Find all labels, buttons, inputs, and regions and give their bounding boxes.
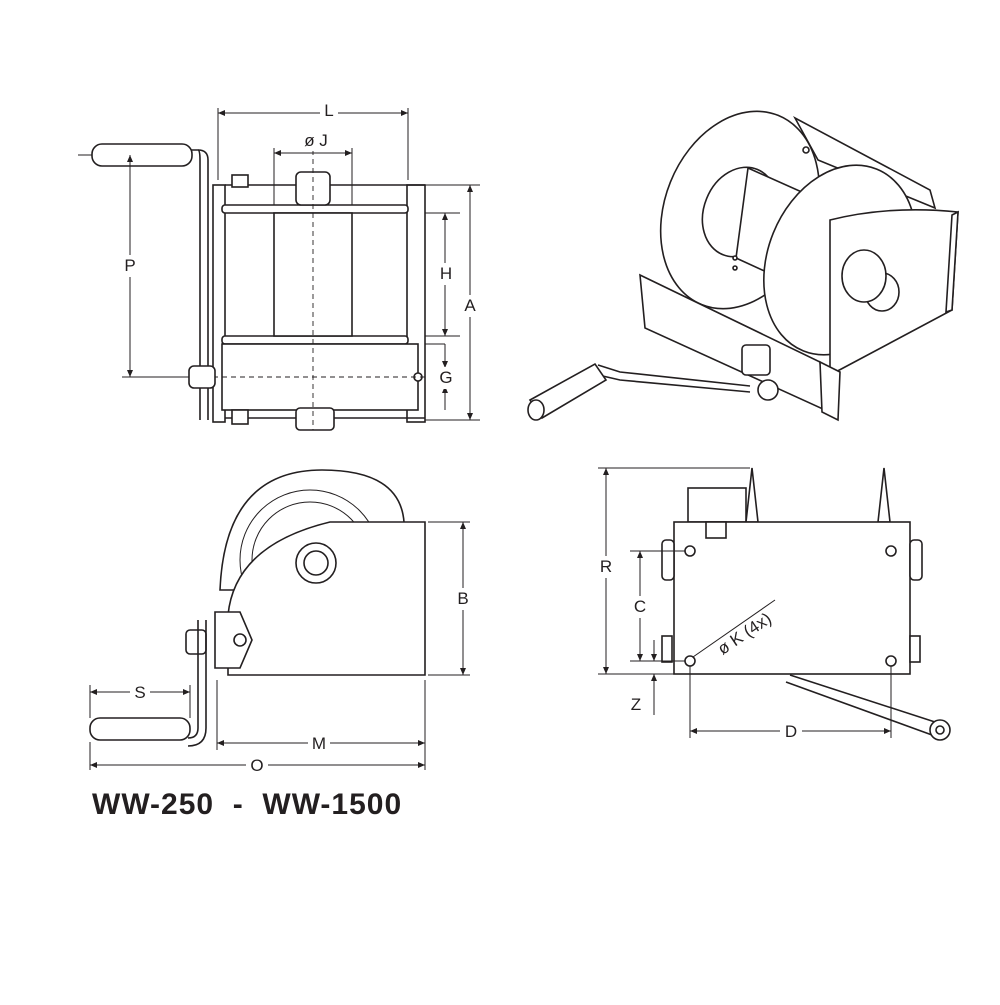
dim-label-J: ø J [304,131,328,150]
dim-label-R: R [600,557,612,576]
isometric-view [527,110,959,422]
upper-flange [221,204,409,214]
mount-hole [885,545,897,557]
dim-label-A: A [464,296,476,315]
crank-handle [91,143,193,167]
dim-label-Z: Z [631,695,641,714]
bolt-top [231,174,249,188]
crank-hub [188,365,216,389]
mount-hole [684,545,696,557]
fin-right [877,467,891,523]
base-plate-top [673,521,911,675]
side-housing [227,521,426,676]
dim-label-L: L [324,101,333,120]
dim-label-H: H [440,264,452,283]
brake-hub [757,379,779,401]
dim-label-G: G [439,368,452,387]
mount-hole [885,655,897,667]
dim-label-M: M [312,734,326,753]
top-block [687,487,747,523]
brake-pawl [741,344,771,376]
dim-label-O: O [250,756,263,775]
dim-label-B: B [457,589,468,608]
crank-arm-iso [597,364,751,387]
shaft-stub [295,407,335,431]
dim-label-C: C [634,597,646,616]
mount-hole [684,655,696,667]
dim-label-P: P [124,256,135,275]
model-range-title: WW-250 - WW-1500 [92,788,403,821]
side-view [89,469,470,770]
bolt-bottom [231,409,249,425]
side-crank-handle [89,717,191,741]
bracket [819,360,841,422]
dim-label-S: S [134,683,145,702]
lower-flange [221,335,409,345]
dim-label-D: D [785,722,797,741]
base-view [598,467,951,741]
fin-left [745,467,759,523]
front-view [78,108,480,431]
